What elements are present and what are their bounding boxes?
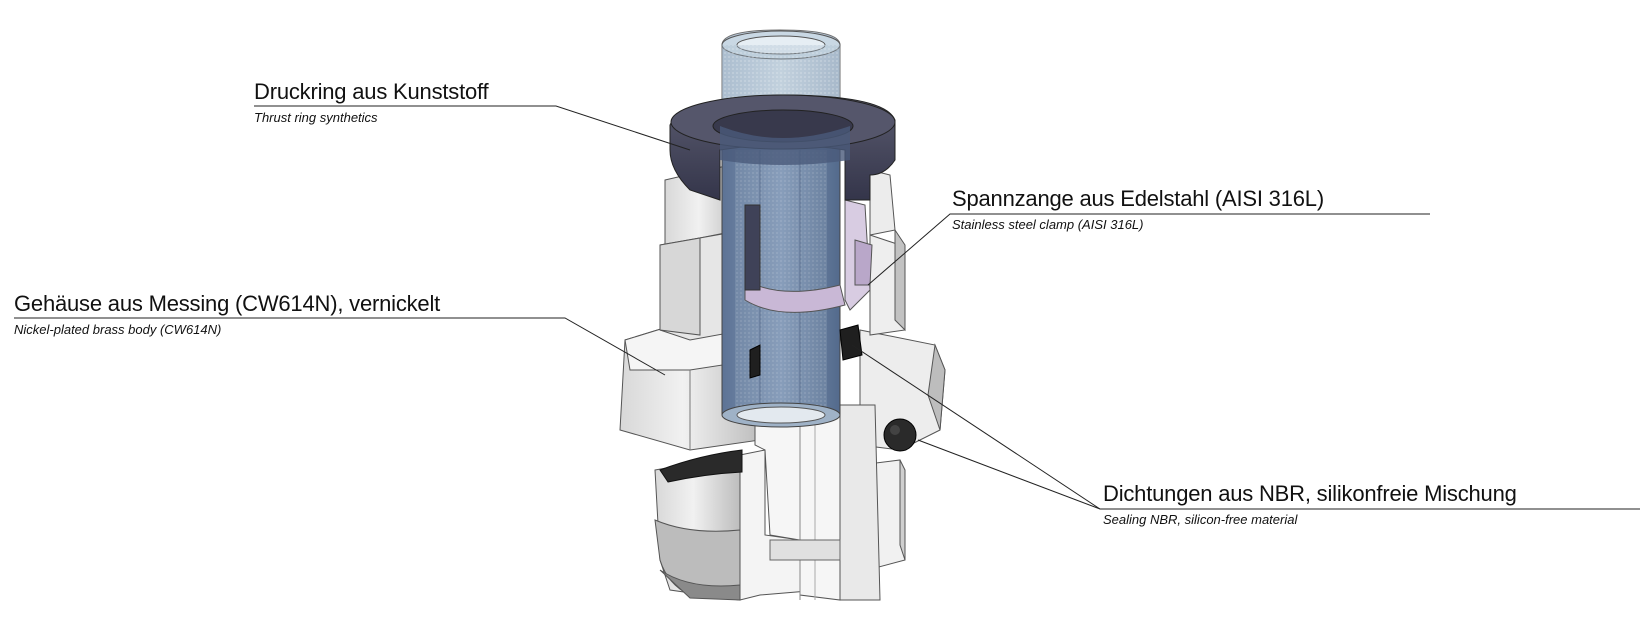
leader-body [14,317,666,376]
lower-seal-left [659,449,743,483]
tube [721,29,841,428]
thrust-ring [669,94,896,201]
label-clamp-en: Stainless steel clamp (AISI 316L) [952,217,1144,232]
body-hex-flange [619,319,946,451]
label-thrust-ring: Druckring aus Kunststoff Thrust ring syn… [254,79,489,126]
seals [749,324,917,452]
label-thrust-ring-en: Thrust ring synthetics [254,110,378,125]
label-seals-de: Dichtungen aus NBR, silikonfreie Mischun… [1103,481,1517,506]
label-seals: Dichtungen aus NBR, silikonfreie Mischun… [1103,482,1517,528]
clamp [744,199,873,313]
label-body-de: Gehäuse aus Messing (CW614N), vernickelt [14,291,441,316]
label-body-en: Nickel-plated brass body (CW614N) [14,322,222,337]
leader-seal-2 [851,344,1101,510]
leader-lines [14,105,1640,510]
label-clamp-de: Spannzange aus Edelstahl (AISI 316L) [952,186,1324,211]
label-body: Gehäuse aus Messing (CW614N), vernickelt… [14,292,440,338]
leader-thrust-ring [254,105,691,151]
leader-clamp [867,213,1430,286]
label-thrust-ring-de: Druckring aus Kunststoff [254,79,489,104]
label-seals-en: Sealing NBR, silicon-free material [1103,512,1298,527]
label-clamp: Spannzange aus Edelstahl (AISI 316L) Sta… [952,187,1324,233]
